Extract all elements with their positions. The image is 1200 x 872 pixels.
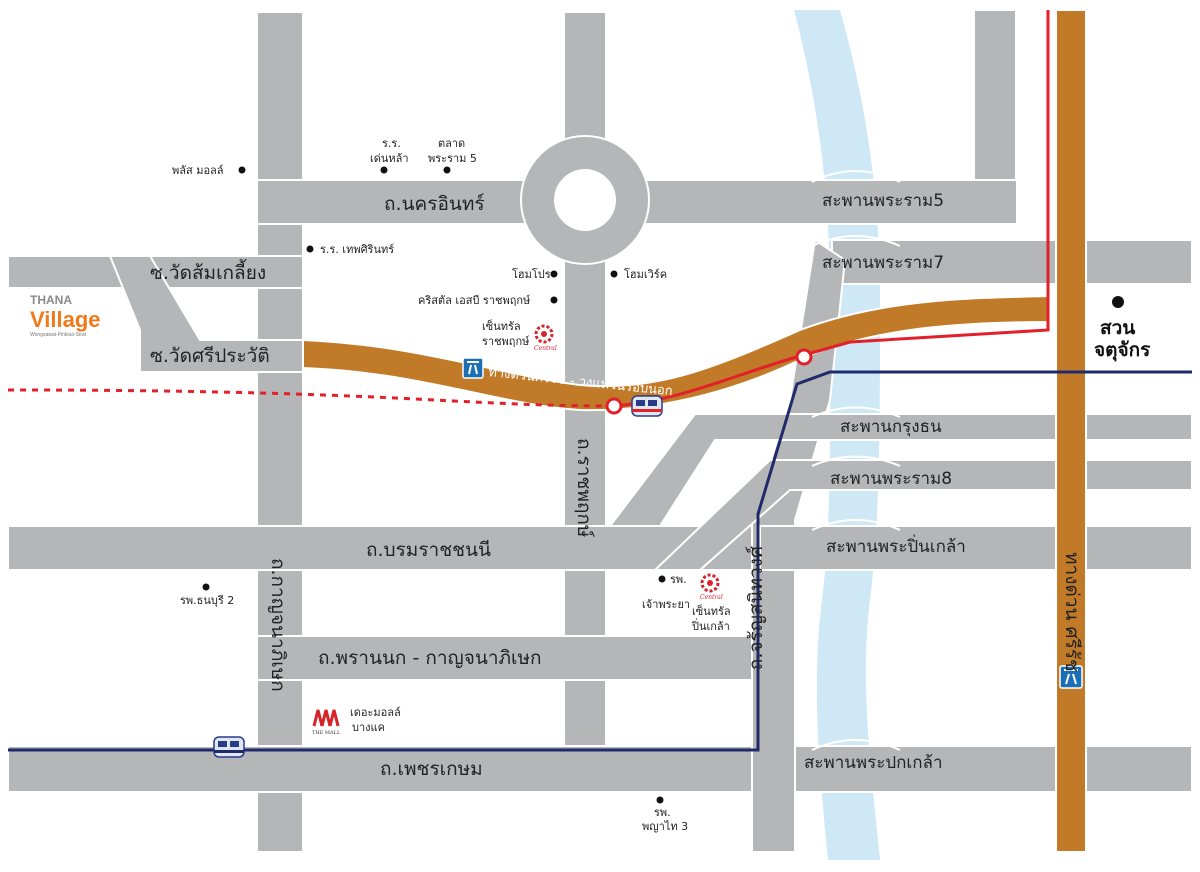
poi-dot-icon xyxy=(238,166,246,174)
poi-market-rama5: ตลาด พระราม 5 xyxy=(428,137,477,174)
svg-text:เจ้าพระยา: เจ้าพระยา xyxy=(642,598,690,611)
label-phetkasem: ถ.เพชรเกษม xyxy=(380,758,483,780)
bridge-arcs xyxy=(811,170,901,751)
svg-text:พระราม 5: พระราม 5 xyxy=(428,152,477,165)
svg-text:เด่นหล้า: เด่นหล้า xyxy=(370,152,409,165)
svg-text:Wongsawat-Pinklao-Sirat: Wongsawat-Pinklao-Sirat xyxy=(30,332,87,338)
svg-text:Central: Central xyxy=(700,594,723,601)
expressway-sirat xyxy=(302,294,1051,412)
red-station-2 xyxy=(795,348,813,366)
svg-text:โฮมโปร: โฮมโปร xyxy=(512,267,551,281)
poi-homeworks: โฮมเวิร์ค xyxy=(610,267,667,281)
poi-hosp-chaophraya: รพ. เจ้าพระยา xyxy=(642,573,690,611)
label-bridge-pin-klao: สะพานพระปิ่นเกล้า xyxy=(826,534,966,557)
label-wat-si-prawat: ซ.วัดศรีประวัติ xyxy=(150,345,270,367)
train-icon xyxy=(213,736,245,758)
poi-dot-icon xyxy=(550,270,558,278)
svg-text:จตุจักร: จตุจักร xyxy=(1094,339,1151,362)
label-bridge-pok-klao: สะพานพระปกเกล้า xyxy=(804,753,943,773)
poi-hosp-phyathai3: รพ. พญาไท 3 xyxy=(642,796,688,833)
train-icon xyxy=(631,395,663,417)
label-phran-nok: ถ.พรานนก - กาญจนาภิเษก xyxy=(318,647,542,669)
svg-text:ร.ร. เทพศิรินทร์: ร.ร. เทพศิรินทร์ xyxy=(320,243,394,256)
svg-text:รพ.: รพ. xyxy=(670,573,687,586)
svg-text:สวน: สวน xyxy=(1100,317,1135,339)
poi-dot-icon xyxy=(443,166,451,174)
label-wat-som-kliang: ซ.วัดส้มเกลี้ยง xyxy=(150,259,266,284)
svg-text:ตลาด: ตลาด xyxy=(438,137,465,150)
thana-village-logo: THANA Village Wongsawat-Pinklao-Sirat xyxy=(30,293,101,338)
red-station-1 xyxy=(605,397,623,415)
poi-the-mall-bangkhae: THE MALL เดอะมอลล์ บางแค xyxy=(312,706,401,736)
poi-crystal-sb: คริสตัล เอสบี ราชพฤกษ์ xyxy=(418,294,558,307)
expressway-sign-icon xyxy=(1059,665,1083,689)
label-kanchanaphisek: ถ.กาญจนาภิเษก xyxy=(267,558,289,692)
poi-dot-icon xyxy=(306,245,314,253)
label-bridge-rama5: สะพานพระราม5 xyxy=(822,191,944,211)
expressway-sign-icon xyxy=(462,357,484,379)
poi-dot-icon xyxy=(658,575,666,583)
label-chaloem-maha-nakhon: ทางด่วน ศรีรัช xyxy=(1061,552,1083,672)
central-logo-icon: Central xyxy=(700,573,723,601)
poi-dot-icon xyxy=(656,796,664,804)
svg-text:บางแค: บางแค xyxy=(352,721,385,734)
svg-text:โฮมเวิร์ค: โฮมเวิร์ค xyxy=(624,267,667,281)
poi-dot-icon xyxy=(610,270,618,278)
poi-central-pinklao: Central เซ็นทรัล ปิ่นเกล้า xyxy=(691,573,731,633)
svg-text:เดอะมอลล์: เดอะมอลล์ xyxy=(350,706,401,719)
label-bridge-rama8: สะพานพระราม8 xyxy=(830,469,952,489)
poi-central-ratchaphruek: เซ็นทรัล ราชพฤกษ์ Central xyxy=(482,319,557,352)
label-charan-sanit-wong: ถ.จรัญสนิทวงศ์ xyxy=(745,546,767,670)
poi-school-denla: ร.ร. เด่นหล้า xyxy=(370,137,409,174)
svg-text:รพ.ธนบุรี 2: รพ.ธนบุรี 2 xyxy=(180,594,234,607)
svg-text:รพ.: รพ. xyxy=(654,806,671,819)
poi-dot-icon xyxy=(380,166,388,174)
label-nakhon-in: ถ.นครอินทร์ xyxy=(384,193,485,215)
poi-chatuchak-park: สวน จตุจักร xyxy=(1094,296,1151,362)
the-mall-logo-icon: THE MALL xyxy=(312,709,341,736)
poi-school-thepsirin: ร.ร. เทพศิรินทร์ xyxy=(306,243,394,256)
poi-dot-icon xyxy=(1112,296,1124,308)
poi-hosp-thonburi2: รพ.ธนบุรี 2 xyxy=(180,583,234,607)
central-logo-icon: Central xyxy=(534,324,557,352)
blue-line xyxy=(8,370,1192,752)
expressway-vertical xyxy=(1055,9,1087,853)
svg-text:คริสตัล เอสบี ราชพฤกษ์: คริสตัล เอสบี ราชพฤกษ์ xyxy=(418,294,531,307)
svg-text:ปิ่นเกล้า: ปิ่นเกล้า xyxy=(691,618,730,633)
poi-dot-icon xyxy=(550,296,558,304)
label-borommaratchachonnani: ถ.บรมราชชนนี xyxy=(366,539,491,561)
label-ratchaphruek: ถ.ราชพฤกษ์ xyxy=(573,438,595,538)
svg-text:THE MALL: THE MALL xyxy=(312,730,341,736)
svg-text:ราชพฤกษ์: ราชพฤกษ์ xyxy=(482,335,530,348)
road-network xyxy=(7,9,1193,853)
svg-text:Village: Village xyxy=(30,307,101,332)
svg-text:ร.ร.: ร.ร. xyxy=(382,137,401,150)
svg-text:THANA: THANA xyxy=(30,293,72,307)
svg-text:พลัส มอลล์: พลัส มอลล์ xyxy=(172,164,224,177)
svg-text:พญาไท 3: พญาไท 3 xyxy=(642,820,688,833)
label-bridge-krung-thon: สะพานกรุงธน xyxy=(840,417,942,437)
poi-plus-mall: พลัส มอลล์ xyxy=(172,164,246,177)
poi-dot-icon xyxy=(202,583,210,591)
poi-homepro: โฮมโปร xyxy=(512,267,558,281)
svg-text:เซ็นทรัล: เซ็นทรัล xyxy=(692,604,731,618)
svg-text:Central: Central xyxy=(534,345,557,352)
svg-text:เซ็นทรัล: เซ็นทรัล xyxy=(482,319,521,333)
label-bridge-rama7: สะพานพระราม7 xyxy=(822,253,944,273)
